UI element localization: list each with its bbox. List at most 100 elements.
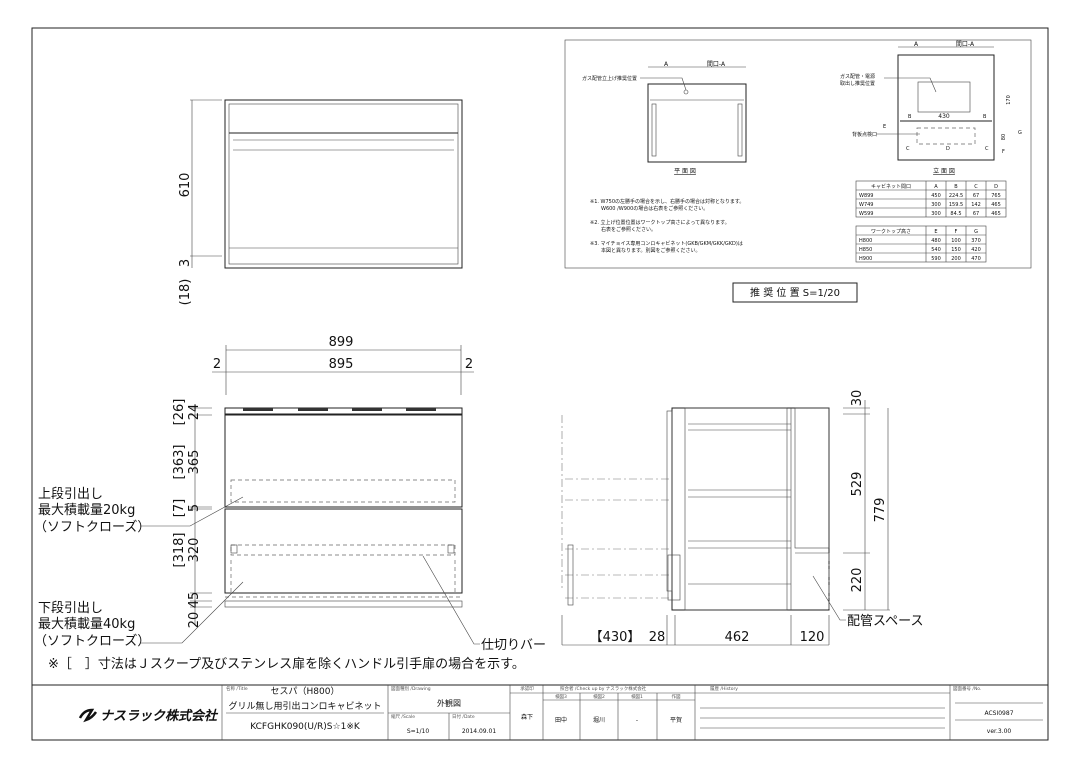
dim-bracket-1: [363]	[172, 445, 187, 480]
cabinet-cell: 142	[971, 202, 981, 208]
worktop-cell: 420	[971, 247, 981, 253]
worktop-header: E	[934, 229, 937, 235]
version: ver.3.00	[987, 728, 1012, 735]
dim-bottom-0: 【430】	[590, 630, 641, 645]
dim-inner-width: 895	[329, 357, 354, 372]
side-view: 30 529 779 220 【430】 28 462 120 配管スペース	[561, 390, 923, 646]
cabinet-header: C	[974, 184, 978, 190]
upper-drawer-label-2: 最大積載量20kg	[38, 503, 135, 518]
piping-space-label: 配管スペース	[847, 614, 923, 629]
cabinet-cell: 465	[991, 211, 1001, 217]
drawing-type-label: 図面種別 /Drawing	[391, 685, 431, 692]
worktop-cell: H800	[859, 238, 872, 244]
top-view: 610 3 (18)	[178, 99, 463, 306]
worktop-cell: H900	[859, 256, 872, 262]
recommended-position-inset: A 間口-A ガス配管立上げ推奨位置 平 面 図 ※1. W750の左勝手の場合…	[564, 39, 1032, 303]
date: 2014.09.01	[462, 728, 497, 735]
model-number: KCFGHK090(U/R)S☆1※K	[250, 722, 361, 732]
title-line-1: セスパ（H800）	[271, 686, 340, 697]
approver: 森下	[521, 713, 533, 721]
worktop-header: G	[974, 229, 978, 235]
worktop-cell: 470	[971, 256, 981, 262]
cabinet-cell: 450	[931, 193, 941, 199]
check-name: 田中	[555, 716, 567, 724]
letter-b-left: B	[908, 114, 912, 120]
letter-c-left: C	[906, 146, 910, 152]
letter-b-right: B	[983, 114, 987, 120]
dim-small: 3	[178, 259, 193, 267]
check-name: 平賀	[670, 716, 682, 724]
dim-value-0: 24	[187, 404, 202, 421]
upper-drawer-label-1: 上段引出し	[38, 487, 103, 502]
gas-label-elev-1: ガス配管・電源	[840, 73, 875, 80]
dim-bracket-3: [318]	[172, 533, 187, 568]
worktop-cell: 590	[931, 256, 941, 262]
upper-drawer-label-3: （ソフトクローズ）	[34, 519, 150, 535]
letter-f: F	[1002, 149, 1005, 155]
cabinet-cell: W899	[859, 193, 874, 199]
dim-height: 610	[178, 173, 193, 198]
check-role: 検図2	[593, 693, 605, 700]
dim-paren: (18)	[178, 279, 193, 306]
worktop-cell: 100	[951, 238, 961, 244]
note-3-line-1: ※3. マイチョイス専用コンロキャビネット(GKB/GKM/GKK/GKD)は	[590, 240, 743, 247]
letter-c-right: C	[985, 146, 989, 152]
check-label: 照合者 /Check up by ナスラック株式会社	[560, 685, 647, 692]
cabinet-header: A	[934, 184, 938, 190]
plan-dim-opening: 間口-A	[707, 61, 726, 68]
company-logo: ナスラック株式会社	[78, 708, 219, 724]
cabinet-cell: 300	[931, 202, 941, 208]
letter-e: E	[883, 124, 886, 130]
title-block: ナスラック株式会社 名称 /Title セスパ（H800） グリル無し用引出コン…	[31, 684, 1049, 741]
worktop-cell: 480	[931, 238, 941, 244]
cabinet-cell: 84.5	[950, 211, 961, 217]
gas-label-elev-2: 取出し推奨位置	[840, 80, 875, 87]
dim-side-left: 2	[213, 357, 221, 372]
check-name: 堀川	[593, 716, 605, 724]
lower-drawer	[224, 508, 463, 594]
recommended-position-caption: 推 奨 位 置 S=1/20	[750, 286, 840, 299]
piping-leader	[812, 575, 846, 621]
dim-value-1: 365	[187, 450, 202, 475]
dim-upper: 529	[850, 472, 865, 497]
back-inspection-label: 背板点検口	[852, 131, 877, 138]
dim-bracket-2: [7]	[172, 499, 187, 517]
dim-bottom-3: 120	[800, 630, 825, 645]
worktop-table	[855, 225, 987, 263]
cabinet-cell: 465	[991, 202, 1001, 208]
approve-label: 承認印	[520, 685, 534, 692]
check-role: 検図3	[555, 693, 567, 700]
lower-drawer-label-3: （ソフトクローズ）	[34, 633, 150, 649]
elev-dim-opening: 間口-A	[956, 41, 975, 48]
scale-label: 縮尺 /Scale	[391, 713, 415, 720]
scale: S=1/10	[407, 728, 429, 735]
dim-overall-width: 899	[329, 335, 354, 350]
cabinet-table	[855, 180, 1007, 218]
lower-drawer-label-2: 最大積載量40kg	[38, 617, 135, 632]
elev-dim-a: A	[914, 41, 919, 48]
worktop-cell: 370	[971, 238, 981, 244]
worktop-header: ワークトップ高さ	[871, 228, 911, 235]
partition-bar-label: 仕切りバー	[481, 638, 546, 653]
dim-bottom-2: 462	[725, 630, 750, 645]
cabinet-cell: 765	[991, 193, 1001, 199]
logo-mark-icon	[78, 708, 98, 723]
cabinet-cell: 224.5	[949, 193, 963, 199]
company-name: ナスラック株式会社	[100, 708, 219, 724]
note-2-line-2: 右表をご参照ください。	[601, 226, 656, 233]
cabinet-cell: W749	[859, 202, 874, 208]
worktop-header: F	[955, 229, 958, 235]
worktop-cell: 200	[951, 256, 961, 262]
dim-total: 779	[873, 498, 888, 523]
dim-value-2: 5	[187, 504, 202, 512]
note-1-line-1: ※1. W750の左勝手の場合を示し、右勝手の場合は対称となります。	[590, 198, 744, 205]
cabinet-cell: 300	[931, 211, 941, 217]
title-line-2: グリル無し用引出コンロキャビネット	[228, 700, 381, 712]
cabinet-header: キャビネット間口	[871, 183, 911, 190]
gas-label-plan: ガス配管立上げ推奨位置	[582, 75, 637, 82]
date-label: 日付 /Date	[452, 713, 475, 720]
plan-dim-a: A	[664, 61, 669, 68]
cabinet-cell: W599	[859, 211, 874, 217]
worktop-table-cells: ワークトップ高さ E F G H800 480 100 370 H850 540…	[859, 228, 981, 262]
